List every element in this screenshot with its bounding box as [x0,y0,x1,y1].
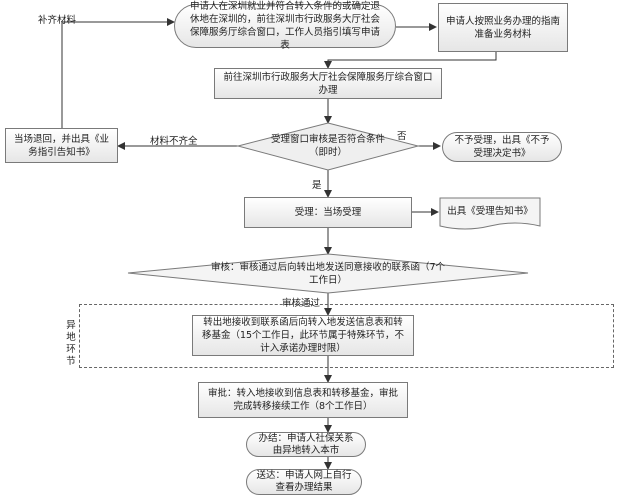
accept-node: 受理：当场受理 [244,197,412,228]
audit-diamond-shape [127,253,529,294]
go-window-node: 前往深圳市行政服务大厅社会保障服务厅综合窗口办理 [214,68,442,99]
prepare-node: 申请人按照业务办理的指南准备业务材料 [438,3,568,52]
reject-left-node: 当场退回，并出具《业务指引告知书》 [5,128,118,163]
go-window-text: 前往深圳市行政服务大厅社会保障服务厅综合窗口办理 [223,71,433,96]
notice-node: 出具《受理告知书》 [440,200,540,222]
accept-text: 受理：当场受理 [294,207,362,218]
notice-document-shape [439,197,541,230]
apply-text: 申请人在深圳就业并符合转入条件的或确定退休地在深圳的，前往深圳市行政服务大厅社会… [189,1,380,51]
yes-label: 是 [312,180,322,191]
complete-node: 办结：申请人社保关系由异地转入本市 [246,432,366,457]
audit-text: 审核：审核通过后向转出地发送同意接收的联系函（7个工作日） [210,262,446,286]
reject-right-node: 不予受理，出具《不予受理决定书》 [442,132,562,162]
review-text: 受理窗口审核是否符合条件（即时） [270,134,385,158]
review-diamond-shape [236,122,420,171]
complete-text: 办结：申请人社保关系由异地转入本市 [258,432,354,456]
transfer-text: 转出地接收到联系函后向转入地发送信息表和转移基金（15个工作日，此环节属于特殊环… [201,317,405,354]
notice-text: 出具《受理告知书》 [447,205,533,217]
prepare-text: 申请人按照业务办理的指南准备业务材料 [445,15,560,40]
audit-node: 审核：审核通过后向转出地发送同意接收的联系函（7个工作日） [210,260,446,288]
reject-left-text: 当场退回，并出具《业务指引告知书》 [13,133,109,158]
remote-section-label: 异地环节 [66,320,76,367]
supplement-label: 补齐材料 [38,15,77,26]
approve-node: 审批：转入地接收到信息表和转移基金，审批完成转移接续工作（8个工作日） [198,382,408,418]
reject-right-text: 不予受理，出具《不予受理决定书》 [454,135,550,159]
deliver-node: 送达：申请人网上自行查看办理结果 [246,469,362,495]
remote-section-frame [79,304,614,368]
audit-pass-label: 审核通过 [282,298,321,309]
approve-text: 审批：转入地接收到信息表和转移基金，审批完成转移接续工作（8个工作日） [207,388,398,412]
review-node: 受理窗口审核是否符合条件（即时） [262,133,394,159]
deliver-text: 送达：申请人网上自行查看办理结果 [256,470,352,493]
apply-node: 申请人在深圳就业并符合转入条件的或确定退休地在深圳的，前往深圳市行政服务大厅社会… [174,1,396,51]
no-label: 否 [397,131,407,142]
transfer-node: 转出地接收到联系函后向转入地发送信息表和转移基金（15个工作日，此环节属于特殊环… [192,315,414,356]
incomplete-label: 材料不齐全 [150,136,198,147]
